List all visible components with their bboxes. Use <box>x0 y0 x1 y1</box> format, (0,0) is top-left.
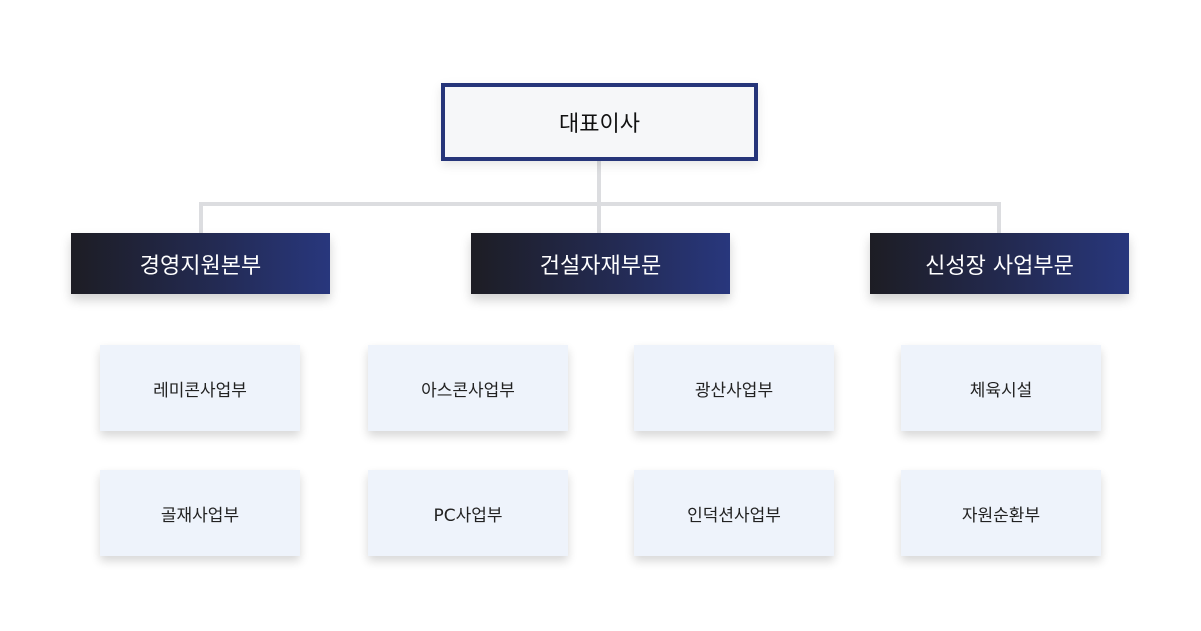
dept-induction: 인덕션사업부 <box>634 470 834 556</box>
dept-label: PC사업부 <box>433 505 503 526</box>
division-label: 건설자재부문 <box>539 253 662 279</box>
division-new-growth-business: 신성장 사업부문 <box>870 233 1129 294</box>
dept-aggregate: 골재사업부 <box>100 470 300 556</box>
ceo-box: 대표이사 <box>441 83 758 161</box>
dept-label: 광산사업부 <box>694 380 774 401</box>
dept-label: 체육시설 <box>969 380 1033 401</box>
dept-ascon: 아스콘사업부 <box>368 345 568 431</box>
dept-resource-recycling: 자원순환부 <box>901 470 1101 556</box>
dept-label: 레미콘사업부 <box>153 380 247 401</box>
branch-line-left <box>199 202 203 234</box>
division-label: 경영지원본부 <box>139 253 262 279</box>
dept-label: 인덕션사업부 <box>687 505 781 526</box>
branch-line-right <box>997 202 1001 234</box>
dept-sports-facilities: 체육시설 <box>901 345 1101 431</box>
ceo-stem-line <box>597 161 601 206</box>
dept-label: 자원순환부 <box>961 505 1041 526</box>
dept-mining: 광산사업부 <box>634 345 834 431</box>
dept-remicon: 레미콘사업부 <box>100 345 300 431</box>
division-management-support: 경영지원본부 <box>71 233 330 294</box>
dept-label: 골재사업부 <box>160 505 240 526</box>
dept-label: 아스콘사업부 <box>421 380 515 401</box>
division-construction-materials: 건설자재부문 <box>471 233 730 294</box>
ceo-label: 대표이사 <box>559 112 640 137</box>
branch-line-center <box>597 202 601 234</box>
dept-pc: PC사업부 <box>368 470 568 556</box>
division-label: 신성장 사업부문 <box>925 253 1074 279</box>
